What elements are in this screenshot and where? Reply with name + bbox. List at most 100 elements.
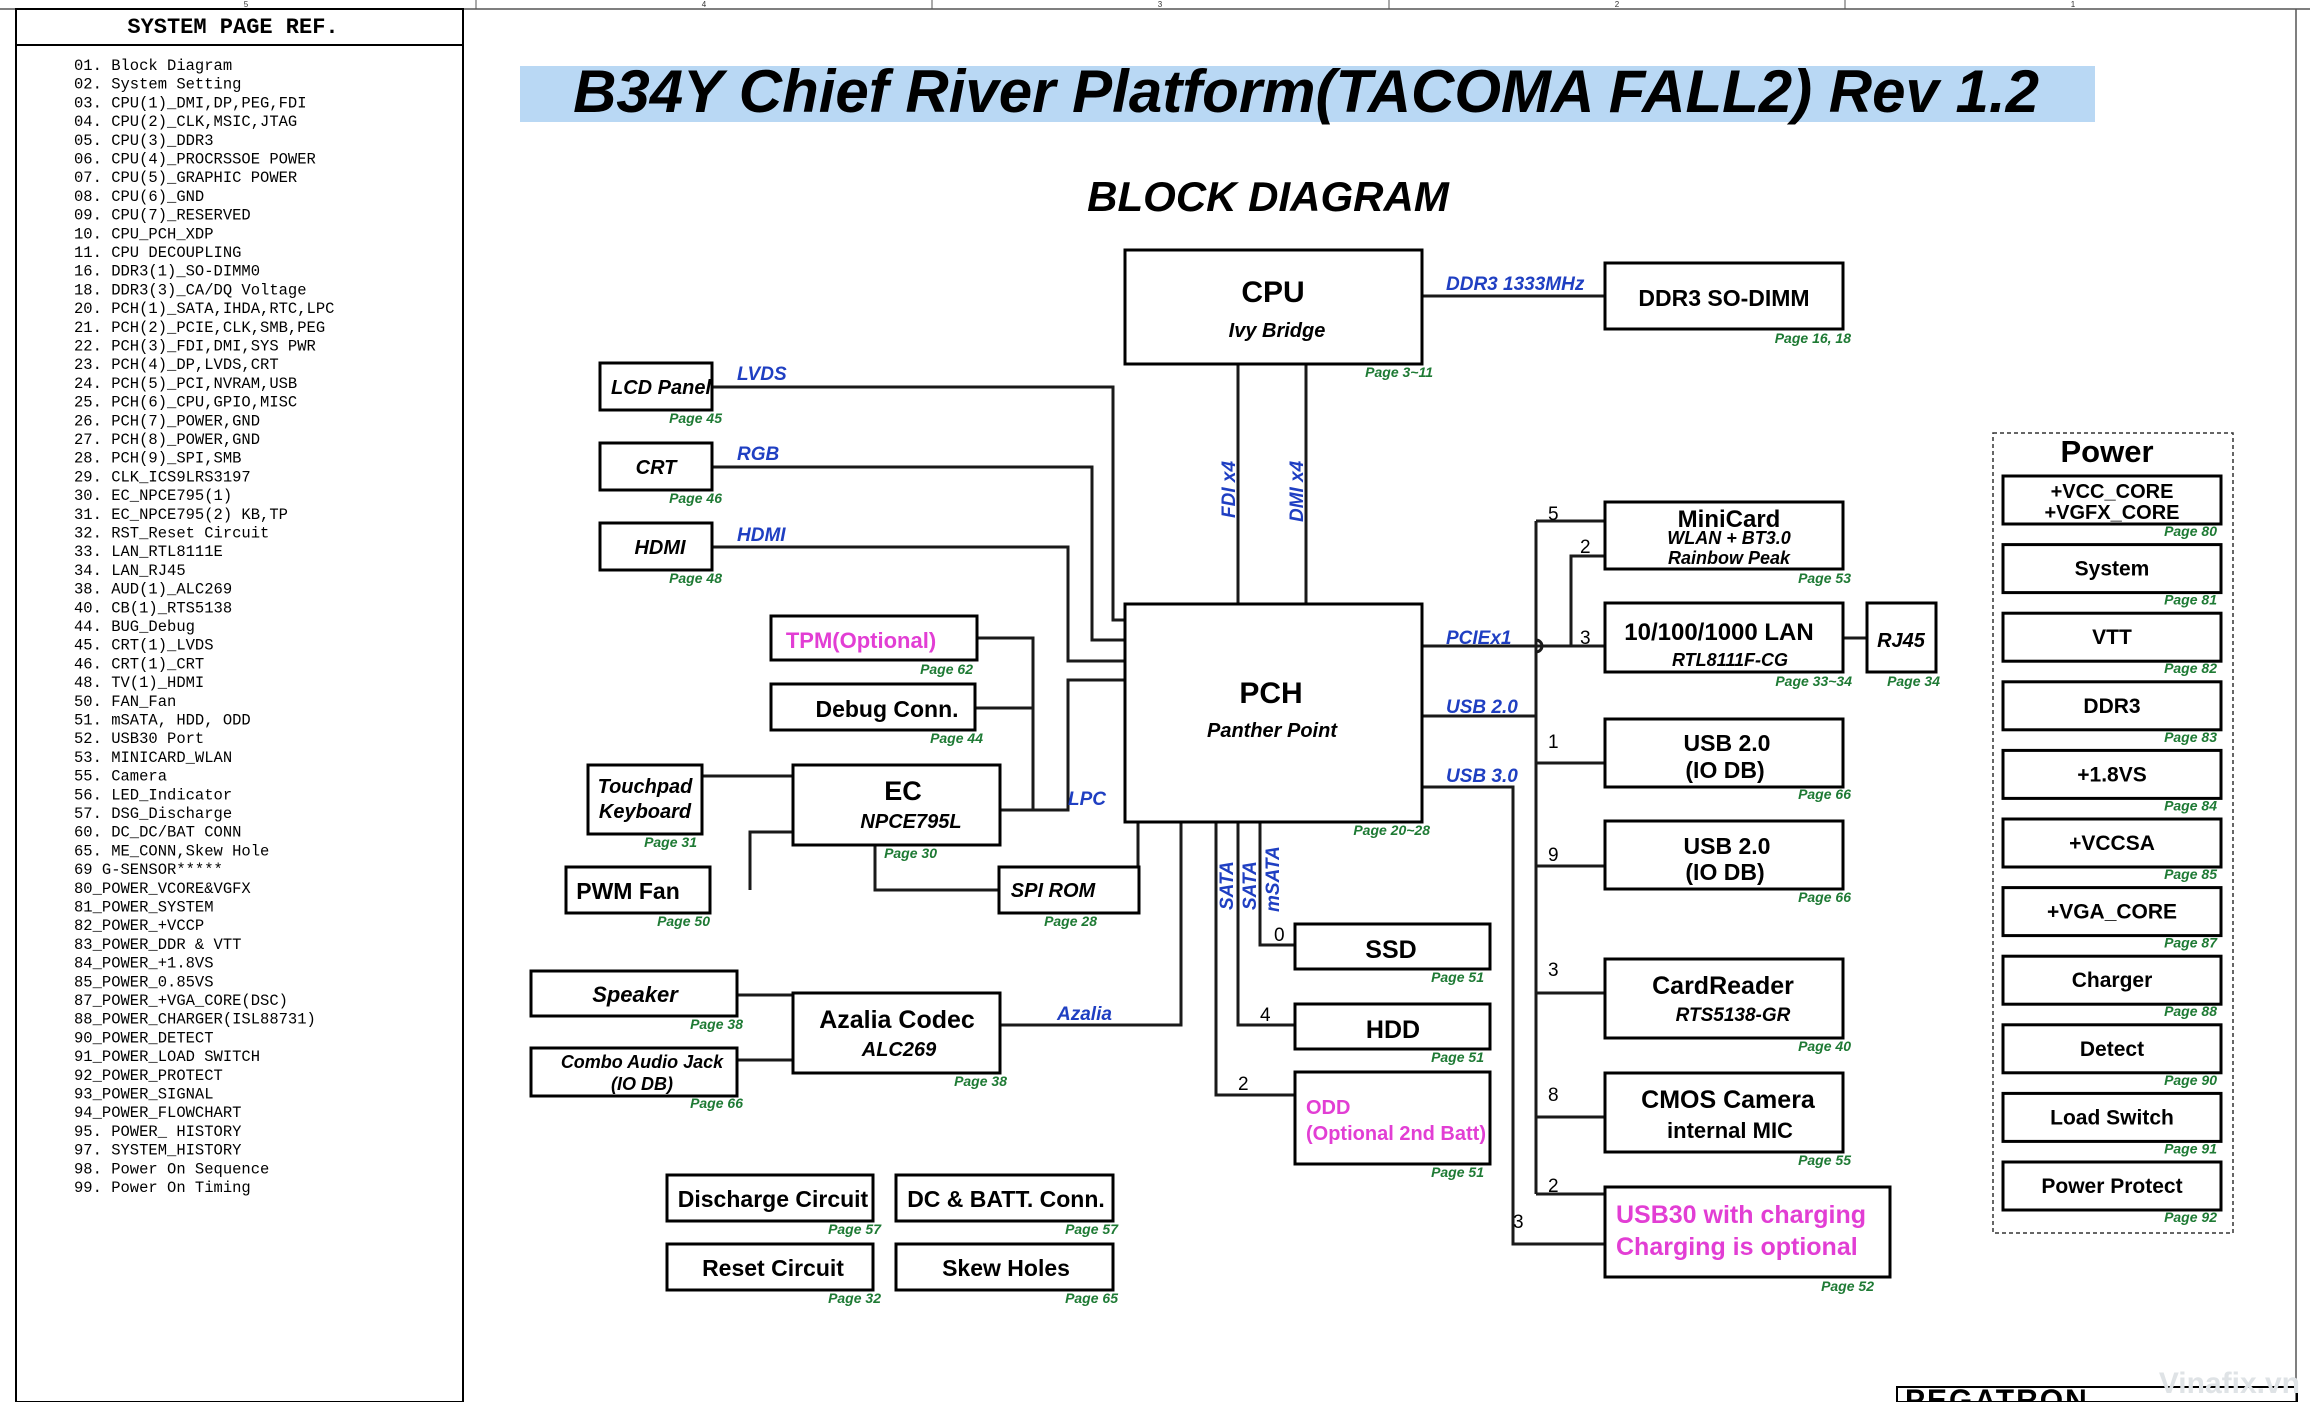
- bus-label-pciex1: PCIEx1: [1446, 628, 1511, 649]
- power-item-label: VTT: [2092, 626, 2132, 649]
- page-ref-item: 38. AUD(1)_ALC269: [74, 581, 232, 599]
- page-ref: Page 33~34: [1775, 673, 1852, 689]
- combo-audio-jack-label: Combo Audio Jack: [561, 1052, 724, 1072]
- discharge-circuit-label: Discharge Circuit: [678, 1186, 869, 1212]
- power-item-label: +VCC_CORE: [2051, 481, 2174, 503]
- page-ref: Page 50: [657, 913, 710, 929]
- azalia-codec-sub: ALC269: [861, 1039, 937, 1061]
- pwm-fan-label: PWM Fan: [576, 878, 680, 904]
- watermark: Vinafix.vn: [2159, 1367, 2300, 1400]
- ec-label: EC: [884, 776, 922, 806]
- power-item-label: Detect: [2080, 1038, 2144, 1061]
- page-ref-item: 30. EC_NPCE795(1): [74, 487, 232, 505]
- page-ref-item: 06. CPU(4)_PROCRSSOE POWER: [74, 151, 316, 169]
- page-ref-item: 99. Power On Timing: [74, 1179, 251, 1197]
- lcd-panel-label: LCD Panel: [611, 377, 711, 399]
- page-ref-item: 60. DC_DC/BAT CONN: [74, 824, 241, 842]
- page-ref: Page 90: [2164, 1072, 2217, 1088]
- page-ref: Page 66: [1798, 889, 1851, 905]
- page-ref: Page 84: [2164, 797, 2217, 813]
- footer-logo: PEGATRON: [1905, 1384, 2089, 1402]
- minicard-block: MiniCard WLAN + BT3.0 Rainbow Peak Page …: [1603, 500, 1851, 586]
- usb20-sub: (IO DB): [1685, 757, 1764, 783]
- page-ref-item: 88_POWER_CHARGER(ISL88731): [74, 1011, 316, 1029]
- power-item-label: +1.8VS: [2077, 763, 2146, 786]
- page-ref: Page 85: [2164, 866, 2217, 882]
- page-ref-item: 05. CPU(3)_DDR3: [74, 132, 214, 150]
- page-ref-item: 90_POWER_DETECT: [74, 1029, 214, 1047]
- page-ref: Page 66: [690, 1095, 743, 1111]
- odd-sub: (Optional 2nd Batt): [1306, 1123, 1486, 1145]
- keyboard-label: Keyboard: [599, 801, 692, 823]
- touchpad-keyboard-block: Touchpad Keyboard Page 31: [586, 763, 704, 850]
- page-ref-item: 40. CB(1)_RTS5138: [74, 599, 232, 617]
- bus-label-hdmi: HDMI: [737, 525, 786, 546]
- page-ref: Page 66: [1798, 786, 1851, 802]
- page-ref: Page 40: [1798, 1038, 1851, 1054]
- bus-label-lvds: LVDS: [737, 364, 787, 385]
- hdmi-label: HDMI: [634, 537, 686, 559]
- page-ref-item: 34. LAN_RJ45: [74, 562, 186, 580]
- page-title: B34Y Chief River Platform(TACOMA FALL2) …: [573, 58, 2039, 125]
- port-number: 3: [1548, 960, 1559, 981]
- rj45-block: RJ45 Page 34: [1865, 601, 1940, 689]
- usb30-charging-block: USB30 with charging Charging is optional…: [1603, 1185, 1892, 1294]
- page-ref: Page 88: [2164, 1003, 2217, 1019]
- cmos-camera-label: CMOS Camera: [1641, 1086, 1816, 1114]
- page-ref: Page 46: [669, 490, 722, 506]
- page-ref-item: 51. mSATA, HDD, ODD: [74, 712, 251, 730]
- port-number: 3: [1580, 628, 1591, 649]
- port-number: 3: [1513, 1212, 1524, 1233]
- azalia-codec-label: Azalia Codec: [819, 1006, 975, 1034]
- page-ref: Page 91: [2164, 1140, 2217, 1156]
- page-ref-item: 28. PCH(9)_SPI,SMB: [74, 450, 241, 468]
- power-item-label: +VCCSA: [2069, 832, 2155, 855]
- page-ref-item: 93_POWER_SIGNAL: [74, 1086, 214, 1104]
- port-number: 2: [1238, 1074, 1249, 1095]
- pch-sub: Panther Point: [1207, 720, 1338, 742]
- bus-label-lpc: LPC: [1068, 789, 1106, 810]
- cardreader-label: CardReader: [1652, 972, 1794, 1000]
- page-ref: Page 31: [644, 834, 697, 850]
- hdd-label: HDD: [1366, 1016, 1420, 1044]
- odd-label: ODD: [1306, 1097, 1350, 1119]
- pch-block: PCH Panther Point Page 20~28: [1123, 602, 1430, 838]
- power-item: +1.8VS Page 84: [2001, 748, 2223, 813]
- rj45-label: RJ45: [1877, 630, 1926, 652]
- skew-holes-block: Skew Holes Page 65: [894, 1242, 1118, 1306]
- page-ref-item: 52. USB30 Port: [74, 730, 204, 748]
- page-ref-item: 31. EC_NPCE795(2) KB,TP: [74, 506, 288, 524]
- page-ref-item: 48. TV(1)_HDMI: [74, 674, 204, 692]
- crt-block: CRT Page 46: [598, 441, 722, 506]
- page-ref: Page 48: [669, 570, 722, 586]
- page-ref: Page 87: [2164, 935, 2218, 951]
- page-ref-item: 55. Camera: [74, 768, 167, 786]
- diagram-title: BLOCK DIAGRAM: [1087, 173, 1450, 220]
- usb30-sub: Charging is optional: [1616, 1233, 1858, 1261]
- bus-labels: DDR3 1333MHz LVDS RGB HDMI FDI x4 DMI x4…: [737, 274, 1585, 1025]
- bus-label-azalia: Azalia: [1056, 1004, 1112, 1025]
- page-ref-item: 87_POWER_+VGA_CORE(DSC): [74, 992, 288, 1010]
- page-ref-item: 08. CPU(6)_GND: [74, 188, 204, 206]
- page-ref: Page 30: [884, 845, 937, 861]
- page-ref: Page 55: [1798, 1152, 1851, 1168]
- skew-holes-label: Skew Holes: [942, 1255, 1070, 1281]
- page-ref: Page 62: [920, 661, 973, 677]
- page-ref: Page 38: [954, 1073, 1007, 1089]
- page-ref-item: 80_POWER_VCORE&VGFX: [74, 880, 251, 898]
- ec-block: EC NPCE795L Page 30: [791, 763, 1002, 861]
- page-ref-item: 16. DDR3(1)_SO-DIMM0: [74, 263, 260, 281]
- page-ref-item: 84_POWER_+1.8VS: [74, 955, 214, 973]
- power-item-label: DDR3: [2083, 695, 2140, 718]
- page-ref-item: 97. SYSTEM_HISTORY: [74, 1142, 242, 1160]
- ssd-label: SSD: [1365, 936, 1416, 964]
- page-ref: Page 81: [2164, 592, 2217, 608]
- bus-label-fdi: FDI x4: [1219, 461, 1240, 518]
- page-ref: Page 16, 18: [1775, 330, 1851, 346]
- bus-label-usb20: USB 2.0: [1446, 697, 1518, 718]
